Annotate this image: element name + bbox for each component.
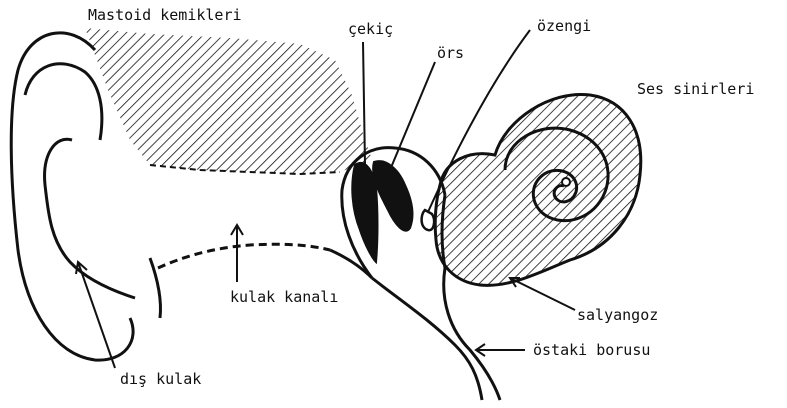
ear-canal-lower-wall [330, 250, 372, 278]
cochlea-body [435, 94, 641, 285]
label-ors: örs [437, 46, 464, 61]
label-ozengi: özengi [537, 19, 591, 34]
ostaki-leader-arrow [476, 344, 525, 356]
outer-ear-inner-fold [25, 64, 102, 140]
eustachian-tube-lower [444, 268, 500, 400]
mastoid-bone-region [85, 28, 372, 174]
cochlea-center [562, 178, 570, 186]
salyangoz-leader-arrow [510, 278, 575, 310]
ear-canal-lower-dashed [158, 244, 330, 268]
eustachian-tube-upper [372, 278, 482, 400]
stirrup-ossicle [422, 210, 435, 230]
dis-kulak-leader-arrow [76, 262, 115, 368]
label-salyangoz: salyangoz [577, 308, 658, 323]
label-cekic: çekiç [348, 22, 393, 37]
anvil-ossicle [373, 161, 412, 231]
label-dis-kulak: dış kulak [120, 372, 201, 387]
outer-ear-antihelix [45, 139, 135, 298]
label-kulak-kanali: kulak kanalı [230, 290, 338, 305]
label-mastoid-kemikleri: Mastoid kemikleri [88, 8, 242, 23]
label-ses-sinirleri: Ses sinirleri [637, 82, 754, 97]
label-ostaki-borusu: östaki borusu [533, 343, 650, 358]
kulak-kanali-leader-arrow [231, 225, 243, 282]
